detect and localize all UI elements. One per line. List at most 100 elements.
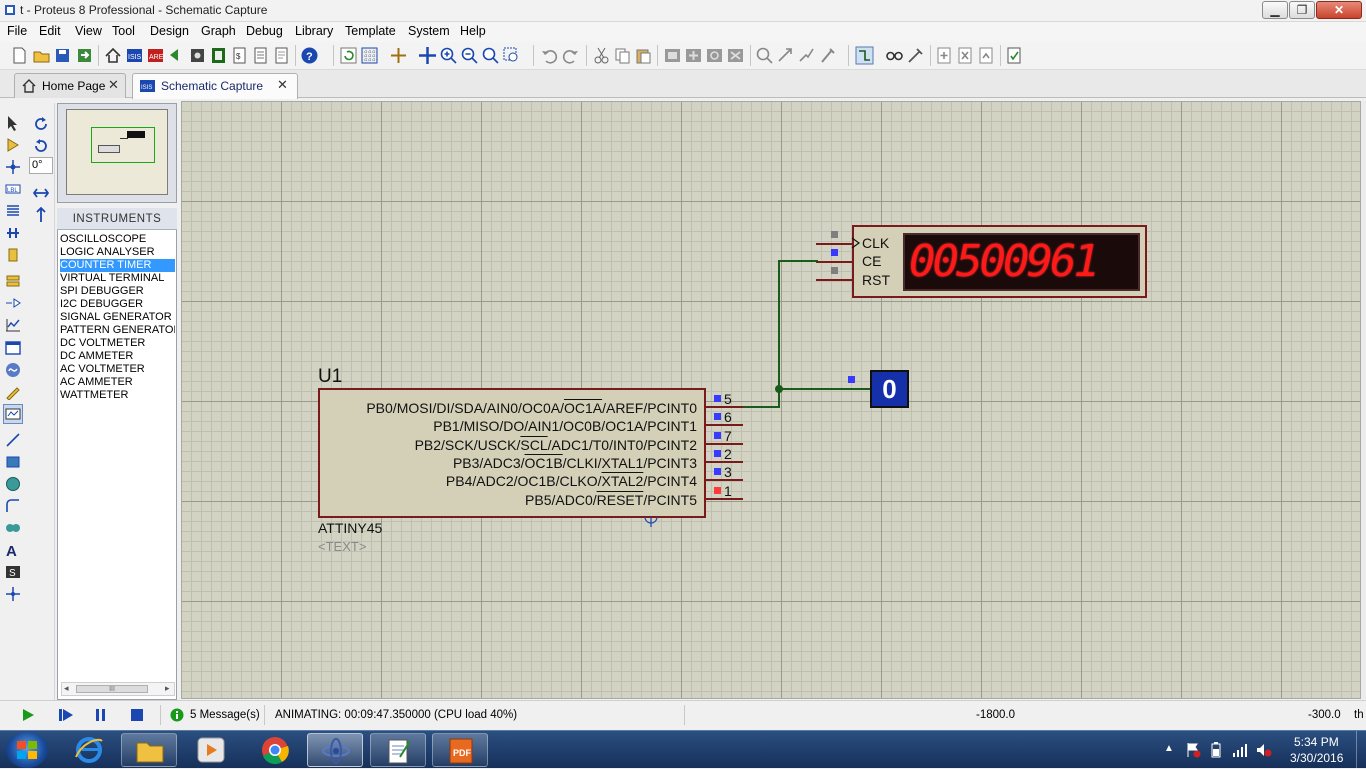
close-button[interactable]: ✕ <box>1316 1 1362 19</box>
wire-autorouter-icon[interactable] <box>855 46 874 65</box>
menu-tool[interactable]: Tool <box>112 24 135 38</box>
wire-from-pb0[interactable] <box>741 406 780 408</box>
zoom-out-icon[interactable] <box>460 46 479 65</box>
new-sheet-icon[interactable] <box>935 46 954 65</box>
taskbar-notepad[interactable] <box>370 733 426 767</box>
list-item[interactable]: LOGIC ANALYSER <box>60 246 155 258</box>
list-item[interactable]: SIGNAL GENERATOR <box>60 311 172 323</box>
tab-schematic-capture-close-icon[interactable]: ✕ <box>277 77 288 92</box>
list-item-selected[interactable]: COUNTER TIMER <box>60 259 175 272</box>
list-item[interactable]: WATTMETER <box>60 389 129 401</box>
block-copy-icon[interactable] <box>663 46 682 65</box>
block-delete-icon[interactable] <box>726 46 745 65</box>
zoom-in-icon[interactable] <box>439 46 458 65</box>
step-icon[interactable] <box>58 708 74 722</box>
2d-box-mode-icon[interactable] <box>5 454 21 470</box>
chip-ref[interactable]: U1 <box>318 366 343 387</box>
list-item[interactable]: AC VOLTMETER <box>60 363 145 375</box>
chrome-icon[interactable] <box>260 735 290 765</box>
buses-mode-icon[interactable] <box>5 225 21 241</box>
tab-home-page[interactable]: Home Page ✕ <box>14 73 126 98</box>
volume-muted-icon[interactable] <box>1256 742 1272 758</box>
packaging-tool-icon[interactable] <box>797 46 816 65</box>
menu-graph[interactable]: Graph <box>201 24 236 38</box>
pick-device-icon[interactable] <box>755 46 774 65</box>
junction-dot-mode-icon[interactable] <box>5 159 21 175</box>
bom-icon[interactable]: $ <box>230 46 249 65</box>
instruments-horizontal-scrollbar[interactable]: ◂ III ▸ <box>61 682 175 696</box>
paste-icon[interactable] <box>634 46 653 65</box>
action-center-flag-icon[interactable] <box>1185 742 1201 758</box>
show-desktop-button[interactable] <box>1356 731 1366 769</box>
help-icon[interactable]: ? <box>300 46 319 65</box>
search-tag-icon[interactable] <box>885 46 904 65</box>
terminals-mode-icon[interactable] <box>5 273 21 289</box>
new-file-icon[interactable] <box>10 46 29 65</box>
pause-icon[interactable] <box>94 708 108 722</box>
decompose-icon[interactable] <box>818 46 837 65</box>
goto-parent-icon[interactable] <box>977 46 996 65</box>
2d-symbol-mode-icon[interactable]: S <box>5 564 21 580</box>
rotate-clockwise-icon[interactable] <box>33 116 49 132</box>
rotate-anticlockwise-icon[interactable] <box>33 138 49 154</box>
taskbar-file-explorer[interactable] <box>121 733 177 767</box>
2d-arc-mode-icon[interactable] <box>5 498 21 514</box>
menu-debug[interactable]: Debug <box>246 24 283 38</box>
subcircuit-mode-icon[interactable] <box>5 247 21 263</box>
internet-explorer-icon[interactable] <box>73 735 105 765</box>
notes-icon[interactable] <box>272 46 291 65</box>
redo-icon[interactable] <box>561 46 580 65</box>
device-pins-mode-icon[interactable] <box>5 295 21 311</box>
messages-count[interactable]: 5 Message(s) <box>190 709 260 721</box>
taskbar-proteus-active[interactable] <box>307 733 363 767</box>
copy-icon[interactable] <box>613 46 632 65</box>
source-code-icon[interactable] <box>251 46 270 65</box>
wire-label-mode-icon[interactable]: LBL <box>5 181 21 197</box>
save-icon[interactable] <box>53 46 72 65</box>
schematic-canvas[interactable] <box>181 101 1361 699</box>
gerber-viewer-icon[interactable] <box>188 46 207 65</box>
virtual-instruments-mode-active[interactable] <box>3 404 23 424</box>
design-explorer-icon[interactable] <box>209 46 228 65</box>
stop-icon[interactable] <box>130 708 144 722</box>
start-button[interactable] <box>6 732 48 768</box>
zoom-all-icon[interactable] <box>481 46 500 65</box>
2d-path-mode-icon[interactable] <box>5 520 21 536</box>
make-device-icon[interactable] <box>776 46 795 65</box>
menu-design[interactable]: Design <box>150 24 189 38</box>
network-signal-icon[interactable] <box>1232 742 1248 758</box>
home-icon[interactable] <box>104 46 123 65</box>
component-mode-icon[interactable] <box>5 137 21 153</box>
rotation-angle-field[interactable]: 0° <box>29 157 53 174</box>
text-script-mode-icon[interactable] <box>5 203 21 219</box>
menu-view[interactable]: View <box>75 24 102 38</box>
list-item[interactable]: DC VOLTMETER <box>60 337 146 349</box>
remove-sheet-icon[interactable] <box>956 46 975 65</box>
minimize-button[interactable]: ▁ <box>1262 1 1288 19</box>
clock-date[interactable]: 3/30/2016 <box>1290 751 1344 765</box>
info-icon[interactable] <box>170 708 184 722</box>
mirror-vertical-icon[interactable] <box>33 207 49 223</box>
wire-to-probe[interactable] <box>778 388 870 390</box>
list-item[interactable]: DC AMMETER <box>60 350 134 362</box>
import-icon[interactable] <box>75 46 94 65</box>
chip-text-placeholder[interactable]: <TEXT> <box>318 539 367 554</box>
menu-system[interactable]: System <box>408 24 450 38</box>
block-rotate-icon[interactable] <box>705 46 724 65</box>
tape-recorder-mode-icon[interactable] <box>5 340 21 356</box>
tab-home-page-close-icon[interactable]: ✕ <box>108 77 119 92</box>
2d-line-mode-icon[interactable] <box>5 432 21 448</box>
2d-circle-mode-icon[interactable] <box>5 476 21 492</box>
graph-mode-icon[interactable] <box>5 317 21 333</box>
taskbar-pdf-reader[interactable]: PDF <box>432 733 488 767</box>
attiny45-chip[interactable] <box>318 388 706 518</box>
scroll-right-icon[interactable]: ▸ <box>165 683 170 693</box>
schematic-capture-icon[interactable]: ISIS <box>125 46 144 65</box>
media-player-icon[interactable] <box>196 735 226 765</box>
scroll-left-icon[interactable]: ◂ <box>64 683 69 693</box>
property-assignment-icon[interactable] <box>906 46 925 65</box>
mirror-horizontal-icon[interactable] <box>33 185 49 201</box>
list-item[interactable]: OSCILLOSCOPE <box>60 233 147 245</box>
clock-time[interactable]: 5:34 PM <box>1294 735 1339 749</box>
list-item[interactable]: PATTERN GENERATOR <box>60 324 175 336</box>
